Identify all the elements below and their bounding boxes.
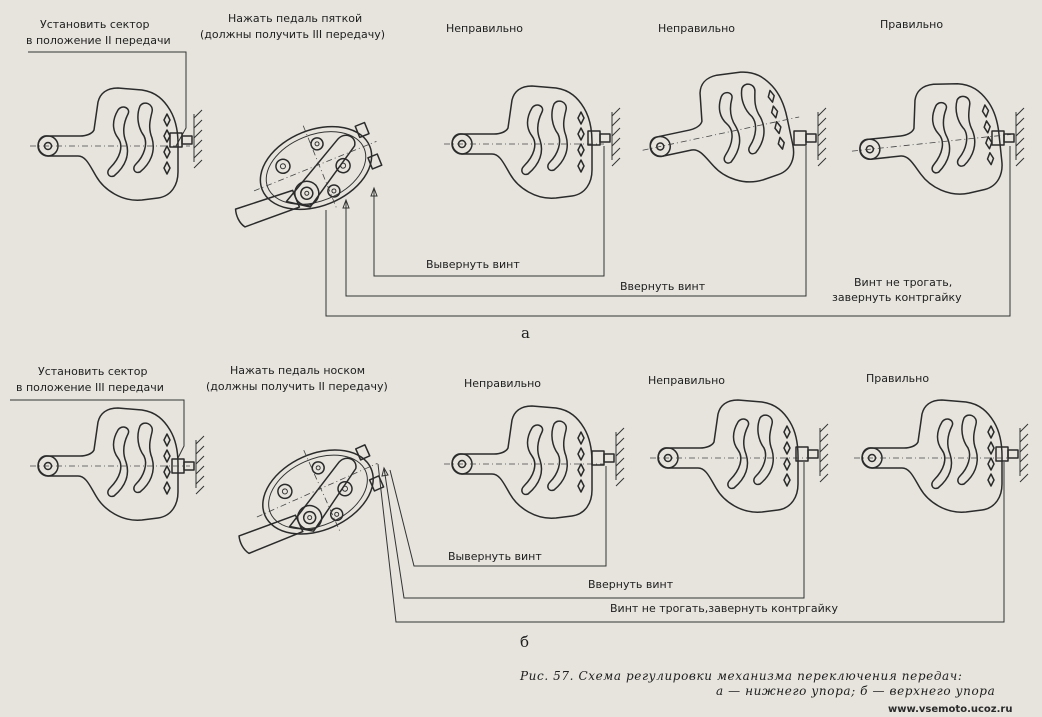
panel-a-action-lock-1: Винт не трогать,: [854, 276, 952, 289]
panel-b-action-screw: Ввернуть винт: [588, 578, 674, 591]
panel-b-stop-wrong2: [795, 423, 829, 483]
panel-a-wrong1-label: Неправильно: [446, 22, 523, 35]
figure-caption-line2: а — нижнего упора; б — верхнего упора: [716, 684, 995, 698]
panel-b-step2-line1: Нажать педаль носком: [230, 364, 365, 377]
panel-a-sector-right: [845, 75, 1018, 206]
panel-b-letter: б: [520, 633, 529, 651]
panel-a-letter: а: [521, 324, 530, 342]
panel-b-sector-initial: [29, 407, 191, 521]
panel-b-right-label: Правильно: [866, 372, 929, 385]
panel-b-sector-right: [853, 399, 1015, 513]
panel-b-step2-line2: (должны получить II передачу): [206, 380, 388, 393]
panel-b-wrong2-label: Неправильно: [648, 374, 725, 387]
panel-a-step1-line1: Установить сектор: [40, 18, 149, 31]
panel-a-wrong2-label: Неправильно: [658, 22, 735, 35]
panel-a-action-unscrew: Вывернуть винт: [426, 258, 520, 271]
panel-a: Установить сектор в положение II передач…: [26, 12, 1025, 342]
watermark: www.vsemoto.ucoz.ru: [888, 704, 1012, 715]
panel-b-wrong1-label: Неправильно: [464, 377, 541, 390]
panel-b-stop-wrong1: [591, 427, 625, 487]
panel-a-pedal-mechanism: [214, 101, 395, 244]
panel-a-right-label: Правильно: [880, 18, 943, 31]
panel-b-stop-initial: [171, 435, 205, 495]
panel-b-step1-line2: в положение III передачи: [16, 381, 164, 394]
panel-a-action-screw: Ввернуть винт: [620, 280, 706, 293]
panel-b-pedal-mechanism: [215, 424, 397, 571]
panel-a-step1-line2: в положение II передачи: [26, 34, 171, 47]
panel-a-action-lock-2: завернуть контргайку: [832, 291, 962, 304]
panel-a-step2-line1: Нажать педаль пяткой: [228, 12, 362, 25]
panel-b-sector-wrong2: [649, 399, 811, 513]
panel-a-sector-wrong2: [629, 59, 812, 205]
panel-b-action-lock: Винт не трогать,завернуть контргайку: [610, 602, 838, 615]
panel-a-stop-right: [991, 107, 1025, 167]
panel-a-step2-line2: (должны получить III передачу): [200, 28, 385, 41]
panel-a-sector-initial: [29, 87, 191, 201]
panel-b-stop-right: [995, 423, 1029, 483]
figure-caption-line1: Рис. 57. Схема регулировки механизма пер…: [519, 669, 963, 683]
panel-b-step1-line1: Установить сектор: [38, 365, 147, 378]
panel-a-sector-wrong1: [443, 85, 605, 199]
panel-b: Установить сектор в положение III переда…: [10, 364, 1029, 651]
panel-b-sector-wrong1: [443, 405, 605, 519]
panel-b-action-unscrew: Вывернуть винт: [448, 550, 542, 563]
